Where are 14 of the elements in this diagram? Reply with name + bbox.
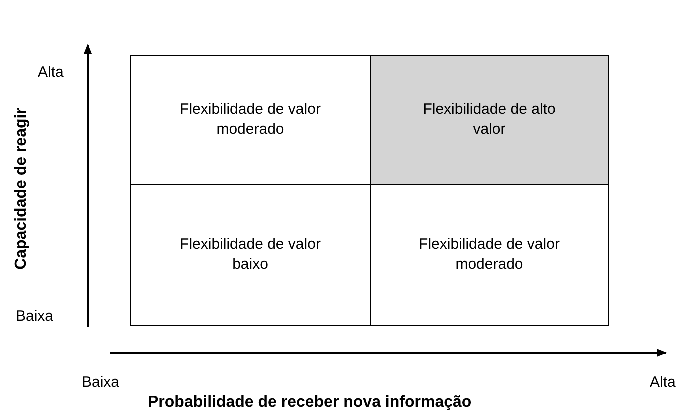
- axis-max-label: Alta: [38, 64, 64, 81]
- quadrant: [130, 55, 371, 185]
- axis-min-label: Baixa: [16, 308, 54, 325]
- quadrant-label: Flexibilidade de valor baixo: [179, 235, 322, 275]
- y-axis-title: Capacidade de reagir: [13, 107, 31, 272]
- quadrant-label: Flexibilidade de valor moderado: [179, 100, 322, 140]
- quadrant-label: Flexibilidade de valor moderado: [418, 235, 561, 275]
- axis-max-label: Alta: [650, 374, 676, 391]
- quadrant: [130, 184, 371, 326]
- quadrant-label: Flexibilidade de alto valor: [422, 100, 557, 140]
- quadrant: [370, 184, 609, 326]
- shaded-quadrant: [370, 55, 609, 185]
- axis-min-label: Baixa: [82, 374, 120, 391]
- x-axis-title: Probabilidade de receber nova informação: [148, 394, 472, 412]
